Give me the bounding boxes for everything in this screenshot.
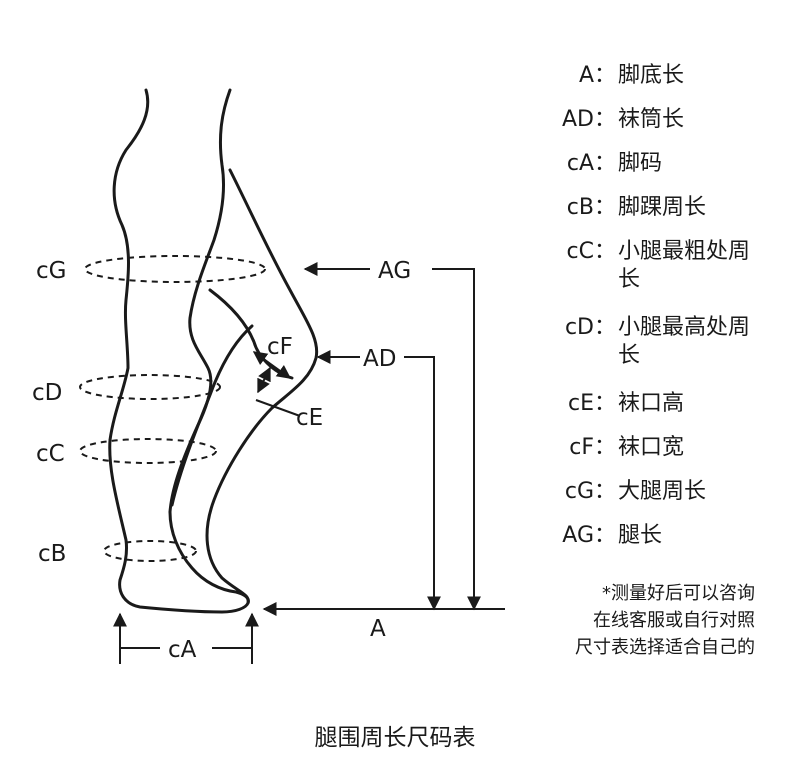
- legend-item: cB： 脚踝周长: [540, 194, 780, 238]
- ce-leader: [255, 399, 301, 417]
- cf-arrow: [252, 351, 292, 379]
- legend-key: cB：: [566, 195, 616, 220]
- label-A: A: [370, 616, 386, 642]
- legend-desc: 脚底长: [618, 63, 685, 88]
- circumference-rings: [79, 255, 266, 562]
- dimension-lines: [113, 262, 505, 664]
- label-cF: cF: [267, 334, 293, 360]
- legend-desc: 袜筒长: [618, 107, 685, 132]
- ad-leader: [404, 356, 441, 611]
- legend-item: cA： 脚码: [540, 150, 780, 194]
- legend-item: AG： 腿长: [540, 522, 780, 566]
- legend-key: AG：: [562, 523, 616, 548]
- ring-cG: [84, 255, 266, 283]
- legend-item: cG： 大腿周长: [540, 478, 780, 522]
- measurement-note: *测量好后可以咨询 在线客服或自行对照 尺寸表选择适合自己的: [530, 580, 755, 661]
- legend-desc: 脚踝周长: [618, 195, 707, 220]
- note-line: 尺寸表选择适合自己的: [575, 637, 755, 658]
- legend-key: A：: [578, 63, 616, 88]
- label-cB: cB: [38, 541, 66, 567]
- legend-desc: 袜口宽: [618, 435, 685, 460]
- legend-desc: 小腿最高处周长: [618, 315, 751, 368]
- legend-item: cE： 袜口高: [540, 390, 780, 434]
- note-line: 在线客服或自行对照: [593, 610, 755, 631]
- legend-item: cD： 小腿最高处周长: [540, 314, 780, 390]
- label-cC: cC: [36, 441, 65, 467]
- label-cD: cD: [32, 380, 62, 406]
- legend-key: cE：: [568, 391, 616, 416]
- ring-cC: [79, 438, 217, 464]
- legend-key: cA：: [566, 151, 616, 176]
- ring-cD: [79, 374, 221, 400]
- legend-key: AD：: [562, 107, 616, 132]
- diagram-caption: 腿围周长尺码表: [314, 725, 476, 751]
- label-AG: AG: [378, 258, 411, 284]
- label-cE: cE: [296, 405, 323, 431]
- note-line: *测量好后可以咨询: [602, 583, 755, 604]
- label-cG: cG: [36, 258, 66, 284]
- legend-item: A： 脚底长: [540, 62, 780, 106]
- legend-key: cG：: [564, 479, 616, 504]
- legend-desc: 袜口高: [618, 391, 685, 416]
- legend-item: cF： 袜口宽: [540, 434, 780, 478]
- legend-desc: 小腿最粗处周长: [618, 239, 751, 292]
- legend-desc: 大腿周长: [618, 479, 707, 504]
- label-cA: cA: [168, 637, 197, 663]
- label-AD: AD: [363, 346, 396, 372]
- legend-key: cF：: [569, 435, 616, 460]
- ring-cB: [103, 540, 197, 562]
- legend-desc: 脚码: [618, 151, 663, 176]
- ce-arrow: [257, 366, 271, 394]
- legend: A： 脚底长 AD： 袜筒长 cA： 脚码 cB： 脚踝周长 cC： 小腿最粗处…: [540, 62, 780, 566]
- legend-desc: 腿长: [618, 523, 663, 548]
- legend-key: cD：: [564, 315, 616, 340]
- legend-item: cC： 小腿最粗处周长: [540, 238, 780, 314]
- legend-item: AD： 袜筒长: [540, 106, 780, 150]
- legend-key: cC：: [566, 239, 616, 264]
- ag-leader: [432, 268, 481, 611]
